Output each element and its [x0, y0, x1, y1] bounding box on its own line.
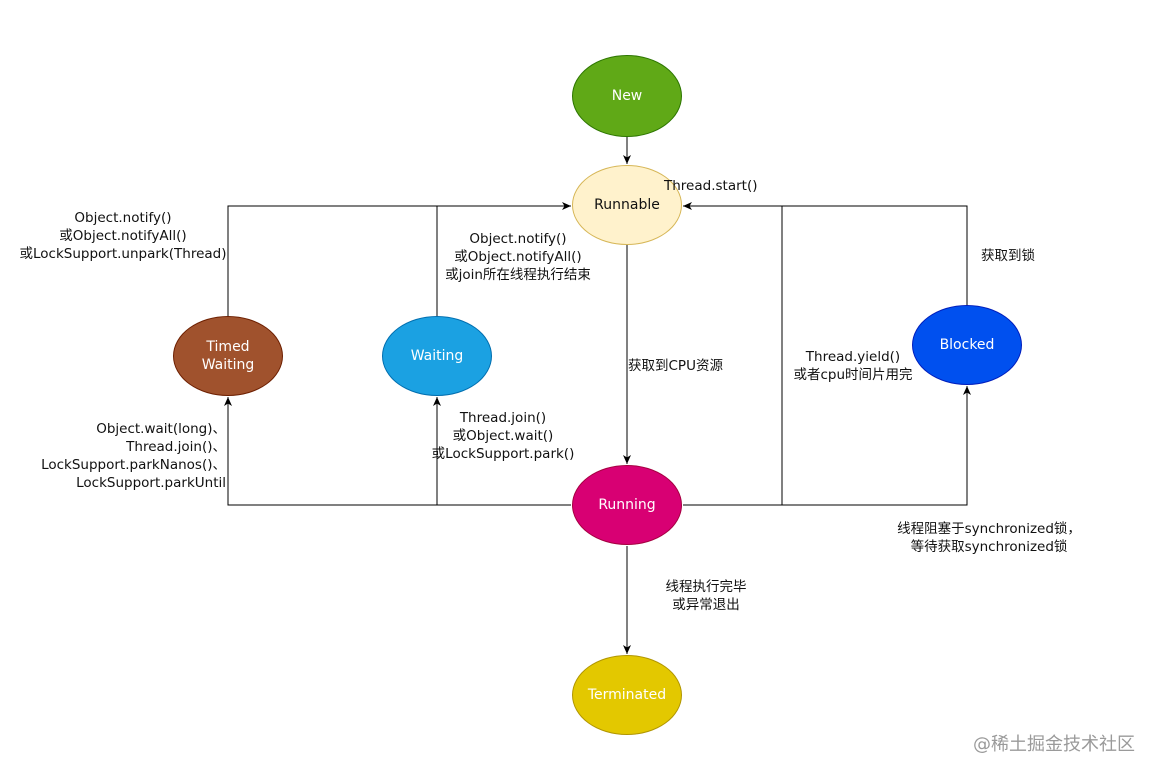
edge-running-to-timed-waiting — [224, 397, 571, 506]
label-running-to-timed-waiting: Object.wait(long)、 Thread.join()、 LockSu… — [41, 421, 226, 491]
label-running-to-terminated: 线程执行完毕 或异常退出 — [665, 579, 747, 613]
watermark-text: @稀土掘金技术社区 — [973, 734, 1135, 755]
node-new: New — [572, 55, 682, 137]
watermark: @稀土掘金技术社区 — [973, 730, 1135, 756]
edge-timed-waiting-to-runnable — [227, 202, 571, 316]
node-runnable: Runnable — [572, 165, 682, 245]
label-acquire-cpu: 获取到CPU资源 — [628, 358, 723, 374]
label-acquire-lock: 获取到锁 — [981, 248, 1035, 264]
label-yield: Thread.yield() 或者cpu时间片用完 — [793, 349, 913, 383]
label-thread-start: Thread.start() — [664, 178, 758, 194]
label-running-to-blocked: 线程阻塞于synchronized锁， 等待获取synchronized锁 — [897, 521, 1081, 555]
label-waiting-to-runnable: Object.notify() 或Object.notifyAll() 或joi… — [445, 231, 591, 283]
edge-running-to-blocked — [683, 386, 971, 506]
node-waiting: Waiting — [382, 316, 492, 396]
node-terminated: Terminated — [572, 655, 682, 735]
edge-blocked-to-runnable — [683, 202, 968, 305]
node-timed-waiting: Timed Waiting — [173, 316, 283, 396]
node-running: Running — [572, 465, 682, 545]
node-blocked: Blocked — [912, 305, 1022, 385]
label-timed-waiting-to-runnable: Object.notify() 或Object.notifyAll() 或Loc… — [19, 210, 227, 262]
label-running-to-waiting: Thread.join() 或Object.wait() 或LockSuppor… — [431, 410, 575, 462]
